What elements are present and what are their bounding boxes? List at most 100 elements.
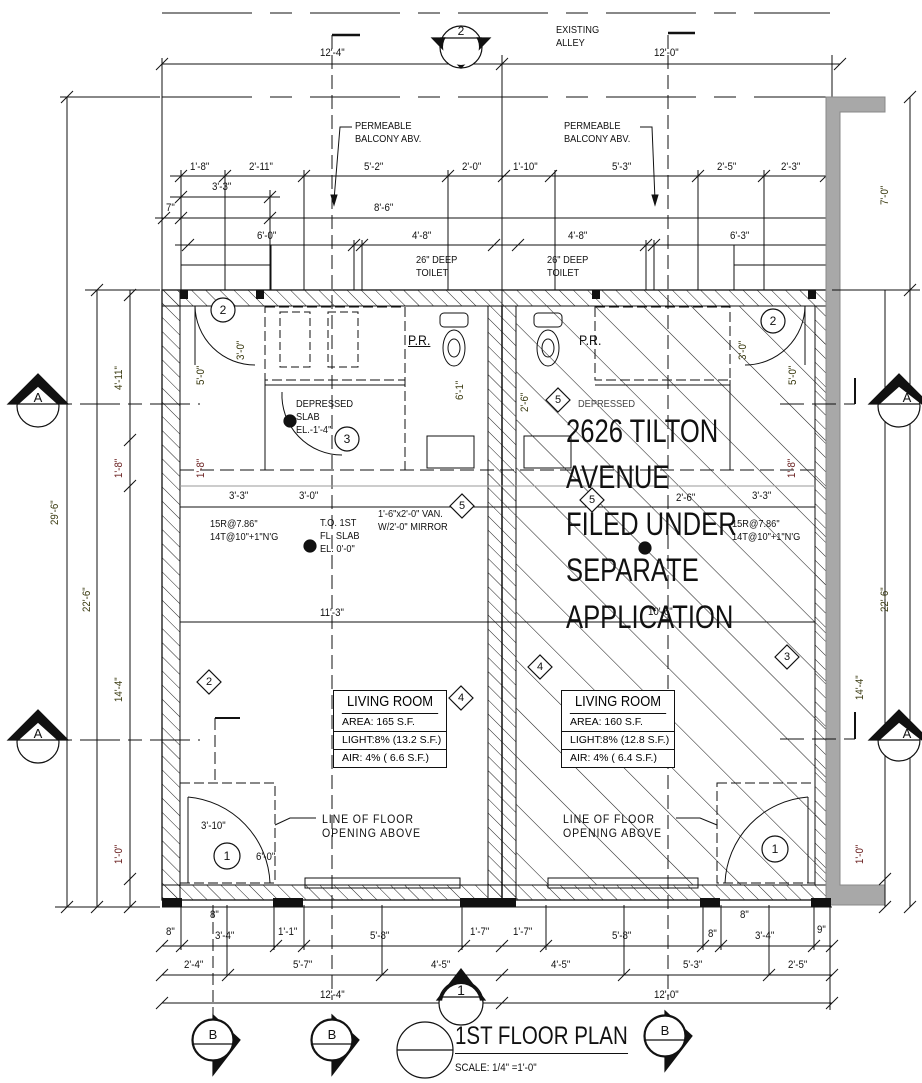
door-tag-1-right: 1 [771,842,779,856]
dim: 22'-6" [879,587,891,612]
section-marker-a-left-lower: A [33,726,43,741]
dim: 5'-2" [364,161,384,173]
dim-bottom-left-overall: 12'-4" [320,989,345,1001]
section-marker-a-right-lower: A [902,726,912,741]
dim: 14'-4" [854,675,866,700]
dim: 3'-0" [235,340,247,360]
dim: 5'-8" [370,930,390,942]
drawing-title: 1ST FLOOR PLAN [455,1022,628,1054]
room-light: LIGHT:8% (13.2 S.F.) [334,732,446,750]
dim: 8" [166,926,175,938]
dim: 3'-0" [737,340,749,360]
vanity-note: 1'-6"x2'-0" VAN.W/2'-0" MIRROR [378,508,448,534]
dim: 3'-3" [752,490,772,502]
dim: 4'-11" [113,366,125,390]
room-tag-living-room-right: LIVING ROOM AREA: 160 S.F. LIGHT:8% (12.… [561,690,675,768]
dim: 5'-3" [683,959,703,971]
wall-tag-4a: 4 [457,692,465,704]
dim: 1'-0" [854,844,866,864]
room-tag-living-room-left: LIVING ROOM AREA: 165 S.F. LIGHT:8% (13.… [333,690,447,768]
wall-tag-4b: 4 [536,661,544,673]
room-light: LIGHT:8% (12.8 S.F.) [562,732,674,750]
section-marker-b-2: B [327,1027,337,1042]
dim: 8'-6" [374,202,394,214]
dim: 6'-0" [257,230,277,242]
dim: 2'-4" [184,959,204,971]
wall-tag-3: 3 [783,651,791,663]
dim: 4'-5" [431,959,451,971]
dim: 2'-5" [788,959,808,971]
dim: 8" [210,909,219,921]
dim: 1'-7" [470,926,490,938]
dim: 6'-0" [256,851,276,863]
dim: 3'-10" [201,820,226,832]
dim: 5'-3" [612,161,632,173]
dim: 3'-3" [229,490,249,502]
dim: 7" [166,202,175,214]
dim: 4'-5" [551,959,571,971]
powder-room-label-right: P.R. [579,332,602,348]
dim: 1'-8" [195,458,207,478]
dim: 4'-8" [568,230,588,242]
room-air: AIR: 4% ( 6.4 S.F.) [570,752,657,764]
dim: 5'-0" [787,365,799,385]
dim: 1'-8" [786,458,798,478]
dim-bottom-right-overall: 12'-0" [654,989,679,1001]
door-tag-2-left: 2 [219,303,227,317]
dim: 14'-4" [113,677,125,702]
dim: 1'-7" [513,926,533,938]
dim: 3'-4" [215,930,235,942]
dim-top-left-overall: 12'-4" [320,47,345,59]
stair-note-right: 15R@7.86"14T@10"+1"N'G [732,518,801,544]
room-area: AREA: 165 S.F. [334,714,446,732]
dim: 2'-3" [781,161,801,173]
dim: 3'-0" [299,490,319,502]
room-name: LIVING ROOM [341,691,439,714]
wall-tag-5a: 5 [458,500,466,512]
dim: 2'-5" [717,161,737,173]
dim: 2'-6" [676,492,696,504]
section-marker-b-1: B [208,1027,218,1042]
drawing-scale: SCALE: 1/4" =1'-0" [455,1062,537,1074]
wall-tag-2: 2 [205,676,213,688]
powder-room-label-left: P.R. [408,332,431,348]
dim: 5'-0" [195,365,207,385]
dim: 1'-8" [190,161,210,173]
dim: 3'-4" [755,930,775,942]
dim-left-overall: 29'-6" [49,500,61,525]
room-area: AREA: 160 S.F. [562,714,674,732]
dim: 1'-8" [113,458,125,478]
section-marker-b-3: B [660,1023,670,1038]
dim: 5'-7" [293,959,313,971]
dim: 2'-11" [249,161,273,173]
dim: 8" [708,928,717,940]
wall-tag-5c: 5 [588,494,596,506]
dim-top-right-overall: 12'-0" [654,47,679,59]
section-marker-a-right-upper: A [902,390,912,405]
depressed-slab-note-right: DEPRESSED [578,398,636,410]
room-name: LIVING ROOM [569,691,667,714]
wall-tag-5b: 5 [554,394,562,406]
dim: 9" [817,924,826,936]
dim: 11'-3" [320,607,344,619]
stair-note-left: 15R@7.86"14T@10"+1"N'G [210,518,279,544]
door-tag-3-left: 3 [343,432,351,446]
dim: 1'-1" [278,926,298,938]
dim: 1'-0" [113,844,125,864]
section-marker-symbols [6,25,922,1079]
dim: 1'-10" [513,161,538,173]
dim: 2'-0" [462,161,482,173]
section-marker-1: 1 [457,982,465,998]
room-air: AIR: 4% ( 6.6 S.F.) [342,752,429,764]
section-marker-a-left-upper: A [33,390,43,405]
